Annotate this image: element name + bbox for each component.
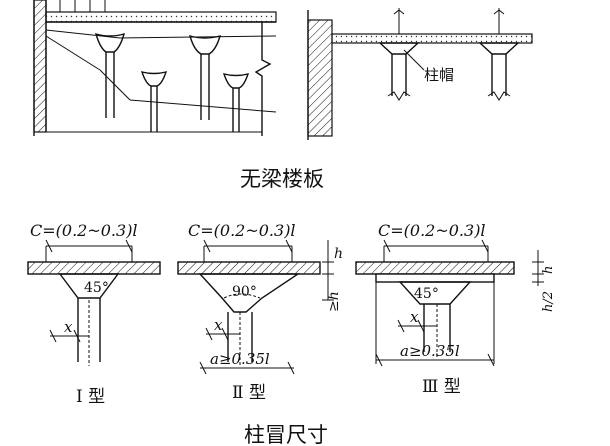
type1-angle: 45° (84, 280, 109, 296)
type1-x: x (64, 318, 73, 336)
type2-a: a≥0.35l (210, 350, 270, 368)
type3-x: x (410, 308, 419, 326)
perspective-view (33, 0, 277, 136)
type2-formula: C=(0.2~0.3)l (188, 221, 296, 240)
type2-h: h (334, 246, 343, 262)
type2-x: x (214, 316, 223, 334)
type3-a: a≥0.35l (400, 342, 460, 360)
column-4 (222, 73, 250, 132)
type3-formula: C=(0.2~0.3)l (378, 221, 486, 240)
type3-label: Ⅲ 型 (422, 377, 461, 397)
type2-angle: 90° (232, 284, 257, 300)
type3-h2: h/2 (541, 291, 556, 312)
column-1 (94, 32, 126, 118)
type2-geh: ≥h (326, 291, 342, 312)
top-caption: 无梁楼板 (240, 167, 324, 191)
type1-formula: C=(0.2~0.3)l (30, 221, 138, 240)
section-view: 柱帽 (307, 8, 533, 140)
bottom-caption: 柱冒尺寸 (244, 423, 328, 446)
type2-label: Ⅱ 型 (232, 383, 266, 403)
type3-angle: 45° (414, 286, 439, 302)
capital-type-3: C=(0.2~0.3)l 45° x a≥0.35l h h/2 Ⅲ 型 (355, 221, 556, 397)
capital-label: 柱帽 (424, 66, 454, 84)
column-3 (140, 71, 168, 132)
type3-h: h (541, 266, 556, 274)
capital-type-1: C=(0.2~0.3)l 45° x Ⅰ 型 (27, 221, 161, 407)
column-2 (188, 35, 222, 120)
capital-type-2: C=(0.2~0.3)l 90° x a≥0.35l h ≥h Ⅱ 型 (177, 221, 343, 403)
type1-label: Ⅰ 型 (76, 387, 105, 407)
